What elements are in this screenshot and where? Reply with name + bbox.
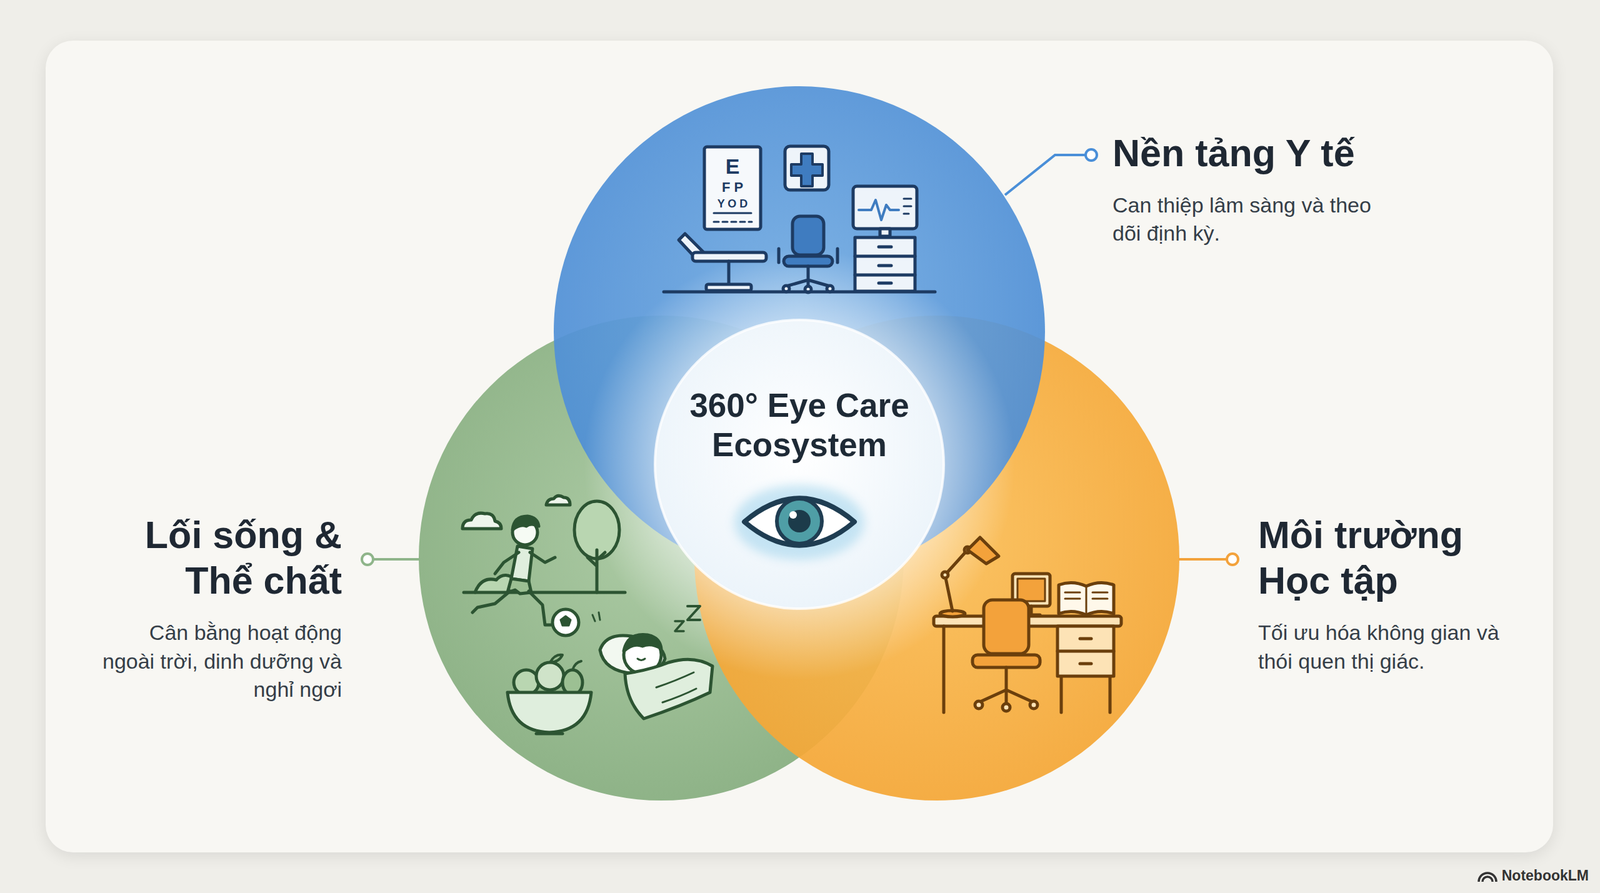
circle-heading: Nền tảng Y tế xyxy=(1112,130,1375,177)
circle-description: Cân bằng hoạt động ngoài trời, dinh dưỡn… xyxy=(91,618,342,704)
leader-lines-part xyxy=(1085,149,1097,161)
center-circle: 360° Eye Care Ecosystem xyxy=(653,318,945,610)
center-title: 360° Eye Care Ecosystem xyxy=(680,386,919,465)
leader-lines-part xyxy=(1226,553,1239,565)
circle-description: Tối ưu hóa không gian và thói quen thị g… xyxy=(1258,618,1509,675)
watermark-logo xyxy=(1478,873,1497,882)
chart-letters: Y O D xyxy=(717,198,749,210)
text-group: Môi trường Học tậpTối ưu hóa không gian … xyxy=(1258,512,1509,676)
circle-heading: Môi trường Học tập xyxy=(1258,512,1509,604)
text-group: Lối sống & Thể chấtCân bằng hoạt động ng… xyxy=(91,512,342,704)
text-group: Nền tảng Y tế Can thiệp lâm sàng và theo … xyxy=(1112,130,1375,249)
circle-description: Can thiệp lâm sàng và theo dõi định kỳ. xyxy=(1112,191,1375,248)
chart-letters: E xyxy=(725,155,740,177)
circle-fill xyxy=(655,320,944,609)
leader-lines-part xyxy=(1005,155,1086,195)
leader-lines-part xyxy=(361,553,374,565)
chart-letters: F P xyxy=(721,180,744,195)
text-group: 360° Eye Care Ecosystem xyxy=(680,386,919,465)
circle-shape xyxy=(653,318,945,610)
circle-fill xyxy=(694,315,1180,801)
watermark: NotebookLM xyxy=(1501,868,1589,884)
leader-lines-part xyxy=(373,558,420,561)
circle-heading: Lối sống & Thể chất xyxy=(91,512,342,604)
leader-lines-part xyxy=(1178,558,1227,561)
